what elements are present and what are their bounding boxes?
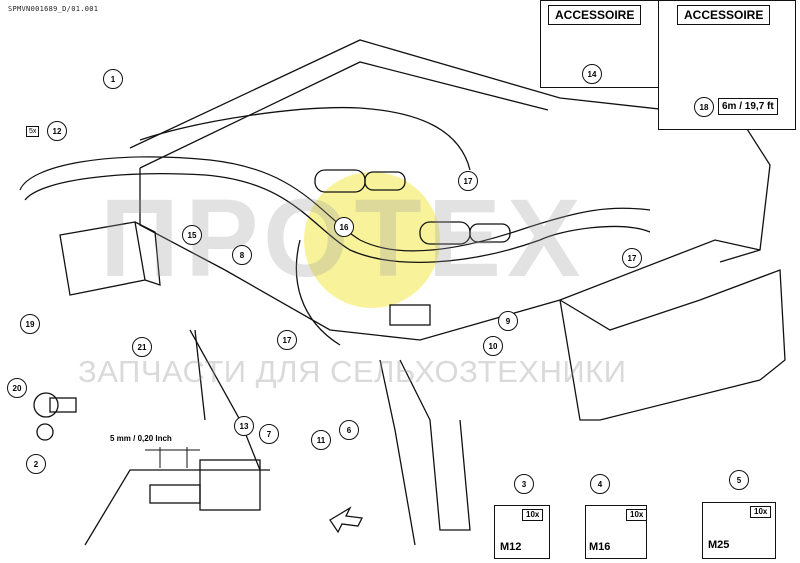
pack-size-4: M16 — [589, 541, 611, 553]
callout-14: 14 — [582, 64, 602, 84]
pack-size-3: M12 — [500, 541, 522, 553]
callout-2: 2 — [26, 454, 46, 474]
watermark-logo: ПРОТЕХ — [100, 177, 587, 300]
callout-10: 10 — [483, 336, 503, 356]
multiplier-label: 5x — [26, 126, 40, 137]
accessory-title-left: ACCESSOIRE — [548, 5, 642, 25]
callout-21: 21 — [132, 337, 152, 357]
callout-7: 7 — [259, 424, 279, 444]
watermark-disc — [304, 172, 440, 308]
callout-16: 16 — [334, 217, 354, 237]
dimension-label: 5 mm / 0,20 Inch — [110, 434, 172, 443]
callout-12: 12 — [47, 121, 67, 141]
callout-8: 8 — [232, 245, 252, 265]
pack-size-5: M25 — [708, 539, 730, 551]
pack-qty-4: 10x — [626, 509, 648, 521]
accessory-title-right: ACCESSOIRE — [677, 5, 771, 25]
callout-18: 18 — [694, 97, 714, 117]
callout-5: 5 — [729, 470, 749, 490]
accessory-length-label: 6m / 19,7 ft — [718, 98, 778, 115]
watermark-subtitle: ЗАПЧАСТИ ДЛЯ СЕЛЬХОЗТЕХНИКИ — [78, 354, 627, 389]
callout-11: 11 — [311, 430, 331, 450]
document-id: SPMVN001689_D/01.001 — [8, 5, 99, 13]
callout-1: 1 — [103, 69, 123, 89]
callout-17: 17 — [622, 248, 642, 268]
callout-20: 20 — [7, 378, 27, 398]
callout-9: 9 — [498, 311, 518, 331]
callout-3: 3 — [514, 474, 534, 494]
callout-6: 6 — [339, 420, 359, 440]
pack-qty-5: 10x — [750, 506, 772, 518]
callout-17: 17 — [458, 171, 478, 191]
callout-4: 4 — [590, 474, 610, 494]
callout-15: 15 — [182, 225, 202, 245]
callout-17: 17 — [277, 330, 297, 350]
callout-19: 19 — [20, 314, 40, 334]
pack-qty-3: 10x — [522, 509, 544, 521]
callout-13: 13 — [234, 416, 254, 436]
